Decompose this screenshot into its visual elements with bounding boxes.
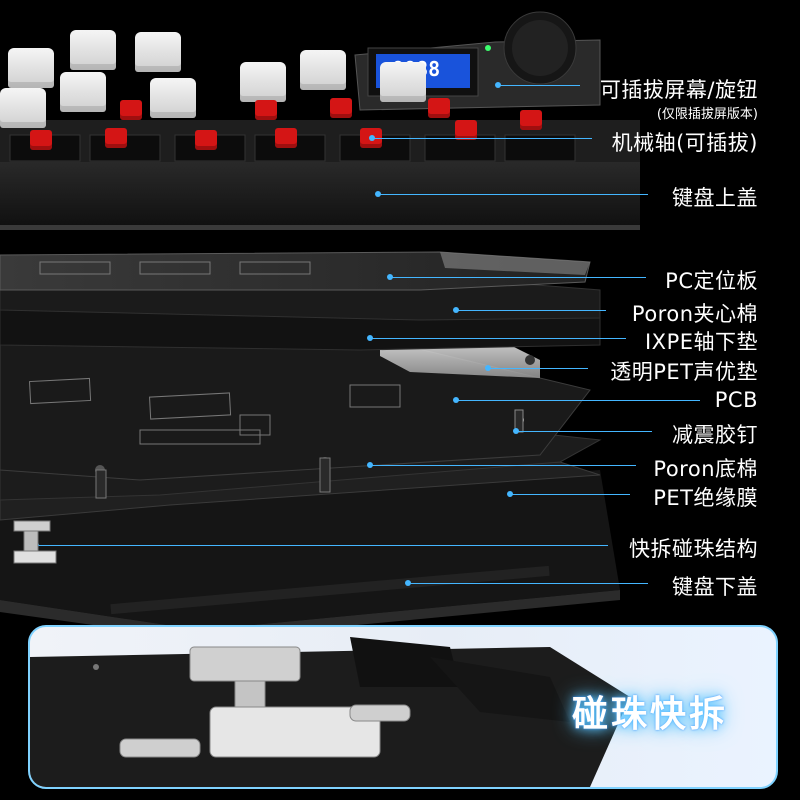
label-poron-bottom: Poron底棉 (653, 453, 758, 483)
callout-line-ixpe (370, 338, 626, 339)
label-pet-insulation: PET绝缘膜 (653, 482, 758, 512)
switch-stem-7 (520, 110, 542, 130)
switch-stem-8 (120, 100, 142, 120)
callout-dot-pc-plate (387, 274, 393, 280)
callout-dot-poron-bottom (367, 462, 373, 468)
closeup-title: 碰珠快拆 (572, 685, 728, 737)
callout-dot-poron-middle (453, 307, 459, 313)
switch-stem-1 (30, 130, 52, 150)
switch-stem-6 (455, 120, 477, 140)
callout-dot-pet-insulation (507, 491, 513, 497)
switch-top-2 (70, 30, 116, 70)
quick-release-clip-illustration (6, 515, 66, 575)
switch-stem-9 (255, 100, 277, 120)
switch-top-8 (380, 62, 426, 102)
switch-stem-10 (330, 98, 352, 118)
callout-line-poron-bottom (370, 465, 636, 466)
switch-stem-3 (195, 130, 217, 150)
callout-dot-top-case (375, 191, 381, 197)
label-screen-knob-note: (仅限插拔屏版本) (657, 103, 758, 122)
switch-top-3 (135, 32, 181, 72)
callout-dot-ixpe (367, 335, 373, 341)
callout-line-gasket (516, 431, 652, 432)
switch-top-1 (8, 48, 54, 88)
label-screen-knob: 可插拔屏幕/旋钮 (600, 74, 758, 104)
label-quick-release: 快拆碰珠结构 (629, 533, 758, 563)
callout-dot-pet-sound (485, 365, 491, 371)
switch-top-9 (0, 88, 46, 128)
callout-line-top-case (378, 194, 648, 195)
callout-line-screen (498, 85, 580, 86)
pc-plate-layer (0, 252, 590, 290)
callout-line-pet-sound (488, 368, 588, 369)
label-pcb: PCB (715, 388, 758, 412)
label-pc-plate: PC定位板 (665, 265, 758, 295)
callout-dot-switch (369, 135, 375, 141)
label-gasket: 减震胶钉 (672, 419, 758, 449)
callout-line-quick-release (36, 545, 608, 546)
switch-stem-2 (105, 128, 127, 148)
switch-top-5 (150, 78, 196, 118)
label-ixpe: IXPE轴下垫 (645, 326, 758, 356)
callout-line-pc-plate (390, 277, 646, 278)
label-switch: 机械轴(可插拔) (612, 127, 758, 157)
label-poron-middle: Poron夹心棉 (632, 298, 758, 328)
callout-line-poron-middle (456, 310, 606, 311)
callout-dot-gasket (513, 428, 519, 434)
callout-line-pet-insulation (510, 494, 630, 495)
callout-dot-screen (495, 82, 501, 88)
switch-top-7 (300, 50, 346, 90)
switch-top-6 (240, 62, 286, 102)
callout-dot-bottom-case (405, 580, 411, 586)
callout-dot-pcb (453, 397, 459, 403)
quick-release-closeup-panel: 碰珠快拆 (28, 625, 778, 789)
switch-stem-4 (275, 128, 297, 148)
callout-line-switch (372, 138, 592, 139)
switch-top-4 (60, 72, 106, 112)
callout-line-pcb (456, 400, 700, 401)
label-top-case: 键盘上盖 (672, 182, 758, 212)
switch-stem-11 (428, 98, 450, 118)
callout-line-bottom-case (408, 583, 648, 584)
label-pet-sound: 透明PET声优垫 (610, 356, 758, 386)
label-bottom-case: 键盘下盖 (672, 571, 758, 601)
